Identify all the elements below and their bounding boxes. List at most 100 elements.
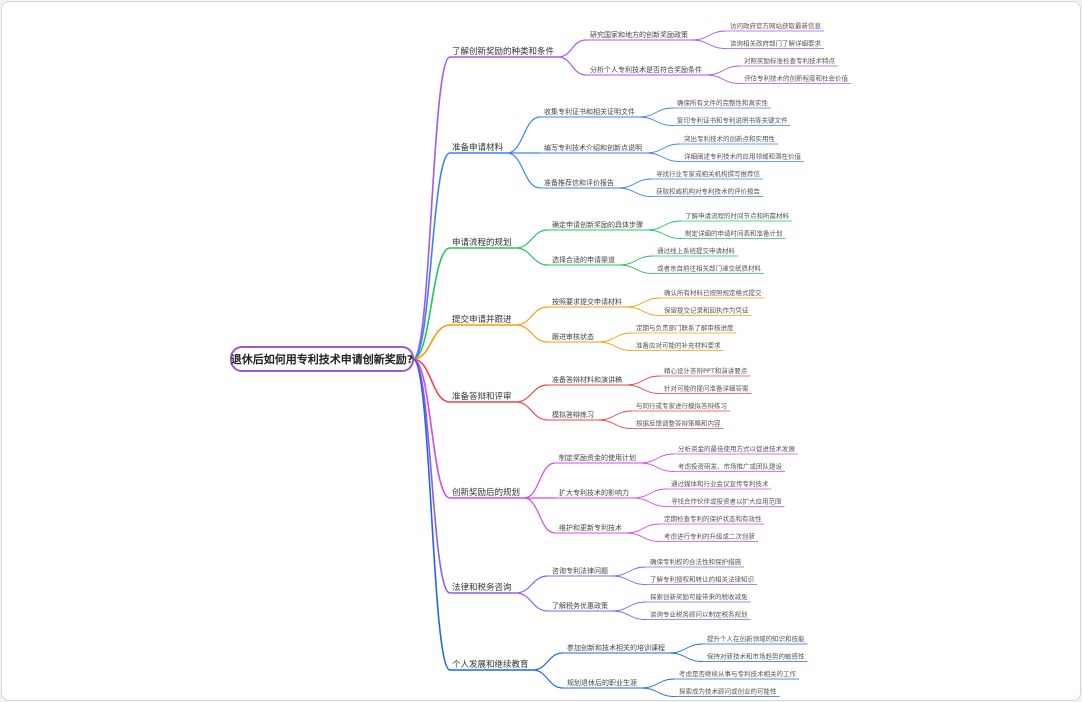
leaf-node[interactable]: 定期与负责部门联系了解审核进度 (636, 323, 734, 332)
leaf-node[interactable]: 考虑是否继续从事与专利技术相关的工作 (679, 669, 797, 678)
subtopic-node[interactable]: 了解税务优惠政策 (552, 601, 608, 610)
leaf-node[interactable]: 寻找行业专家或相关机构撰写推荐信 (656, 169, 761, 178)
leaf-node[interactable]: 确认所有材料已按照规定格式提交 (664, 288, 762, 297)
leaf-node[interactable]: 根据反馈调整答辩策略和内容 (636, 419, 721, 428)
connector-subtopic-leaf (611, 575, 647, 585)
leaf-node[interactable]: 分析资金的最佳使用方式以促进技术发展 (678, 444, 796, 453)
leaf-node[interactable]: 评估专利技术的创新程度和社会价值 (744, 74, 849, 83)
leaf-node[interactable]: 获取权威机构对专利技术的评价报告 (656, 187, 761, 196)
connector-subtopic-leaf (691, 30, 727, 41)
leaf-node[interactable]: 访问政府官方网站获取最新信息 (730, 21, 822, 30)
leaf-node[interactable]: 复印专利证书和专利说明书等关键文件 (677, 116, 788, 125)
subtopic-node[interactable]: 咨询专利法律问题 (552, 566, 608, 575)
connector-branch-subtopic (557, 39, 587, 58)
connector-branch-subtopic (523, 462, 556, 499)
leaf-node[interactable]: 保持对新技术和市场趋势的敏感性 (707, 652, 805, 661)
connector-subtopic-leaf (617, 187, 653, 197)
leaf-node[interactable]: 或者亲自前往相关部门递交纸质材料 (657, 264, 762, 273)
leaf-node[interactable]: 咨询相关政府部门了解详细要求 (730, 39, 822, 48)
leaf-node[interactable]: 了解专利授权和转让的相关法律知识 (650, 575, 755, 584)
subtopic-node[interactable]: 规划退休后的职业生涯 (567, 678, 637, 687)
connector-root-branch (412, 324, 451, 360)
subtopic-node[interactable]: 制定奖励资金的使用计划 (559, 453, 636, 462)
subtopic-node[interactable]: 确定申请创新奖励的具体步骤 (552, 220, 643, 229)
branch-node[interactable]: 了解创新奖励的种类和条件 (452, 46, 555, 57)
leaf-node[interactable]: 制定详细的申请时间表和准备计划 (685, 229, 783, 238)
connector-subtopic-leaf (640, 687, 676, 697)
leaf-node[interactable]: 提升个人在创新领域的知识和技能 (707, 634, 805, 643)
connector-branch-subtopic (532, 669, 564, 689)
subtopic-node[interactable]: 分析个人专利技术是否符合奖励条件 (590, 65, 702, 74)
connector-branch-subtopic (515, 592, 549, 612)
connector-branch-subtopic (515, 384, 549, 403)
subtopic-node[interactable]: 模拟答辩练习 (552, 410, 594, 419)
branch-node[interactable]: 个人发展和继续教育 (452, 659, 529, 670)
leaf-node[interactable]: 精心设计答辩PPT和演讲要点 (664, 366, 748, 375)
connector-branch-subtopic (506, 116, 541, 154)
connector-root-branch (412, 247, 451, 360)
subtopic-node[interactable]: 研究国家和地方的创新奖励政策 (590, 30, 688, 39)
connector-subtopic-leaf (632, 497, 668, 507)
subtopic-node[interactable]: 按照要求提交申请材料 (552, 297, 622, 306)
leaf-node[interactable]: 咨询专业税务顾问以制定税务规划 (650, 610, 748, 619)
leaf-node[interactable]: 保留提交记录和回执作为凭证 (664, 306, 749, 315)
branch-node[interactable]: 申请流程的规划 (452, 237, 512, 248)
connector-subtopic-leaf (618, 255, 654, 266)
leaf-node[interactable]: 探索成为技术顾问或创业的可能性 (679, 687, 777, 696)
root-node-label[interactable]: 退休后如何用专利技术申请创新奖励? (231, 352, 413, 366)
connector-subtopic-leaf (705, 74, 741, 84)
leaf-node[interactable]: 通过线上系统提交申请材料 (657, 246, 736, 255)
subtopic-node[interactable]: 参加创新和技术相关的培训课程 (567, 643, 665, 652)
leaf-node[interactable]: 对照奖励标准检查专利技术特点 (744, 56, 836, 65)
connector-subtopic-leaf (639, 453, 675, 464)
leaf-node[interactable]: 了解申请流程的时间节点和所需材料 (685, 211, 790, 220)
leaf-node[interactable]: 通过媒体和行业会议宣传专利技术 (671, 479, 769, 488)
connector-subtopic-leaf (638, 116, 674, 126)
subtopic-node[interactable]: 维护和更新专利技术 (559, 523, 622, 532)
connector-branch-subtopic (532, 652, 564, 671)
connector-root-branch (412, 358, 451, 594)
leaf-node[interactable]: 突出专利技术的创新点和实用性 (684, 134, 776, 143)
branch-node[interactable]: 准备答辩和评审 (452, 391, 512, 402)
connector-subtopic-leaf (597, 419, 633, 429)
branch-node[interactable]: 法律和税务咨询 (452, 582, 512, 593)
leaf-node[interactable]: 详细阐述专利技术的应用领域和潜在价值 (684, 152, 802, 161)
leaf-node[interactable]: 针对可能的提问准备详细答案 (664, 384, 749, 393)
leaf-node[interactable]: 寻找合作伙伴或投资者以扩大应用范围 (671, 497, 782, 506)
connector-subtopic-leaf (625, 384, 661, 394)
leaf-node[interactable]: 考虑进行专利的升级或二次创新 (664, 532, 756, 541)
connector-root-branch (412, 56, 451, 360)
connector-subtopic-leaf (645, 152, 681, 162)
subtopic-node[interactable]: 选择合适的申请渠道 (552, 255, 615, 264)
connector-subtopic-leaf (617, 178, 653, 189)
leaf-node[interactable]: 定期检查专利的保护状态和有效性 (664, 514, 762, 523)
subtopic-node[interactable]: 准备答辩材料和演讲稿 (552, 375, 622, 384)
connector-branch-subtopic (515, 324, 549, 343)
connector-subtopic-leaf (618, 264, 654, 274)
connector-branch-subtopic (515, 306, 549, 326)
leaf-node[interactable]: 确保所有文件的完整性和真实性 (677, 98, 769, 107)
connector-branch-subtopic (515, 575, 549, 594)
connector-root-branch (412, 152, 451, 360)
leaf-node[interactable]: 准备应对可能的补充材料要求 (636, 341, 721, 350)
branch-node[interactable]: 提交申请并跟进 (452, 314, 512, 325)
connector-subtopic-leaf (597, 410, 633, 421)
connector-branch-subtopic (515, 229, 549, 249)
connector-branch-subtopic (515, 247, 549, 266)
connector-subtopic-leaf (645, 143, 681, 154)
connector-subtopic-leaf (646, 229, 682, 239)
subtopic-node[interactable]: 收集专利证书和相关证明文件 (544, 107, 635, 116)
branch-node[interactable]: 准备申请材料 (452, 142, 504, 153)
branch-node[interactable]: 创新奖励后的规划 (452, 487, 520, 498)
leaf-node[interactable]: 考虑投资研发、市场推广或团队建设 (678, 462, 783, 471)
subtopic-node[interactable]: 扩大专利技术的影响力 (559, 488, 629, 497)
connector-subtopic-leaf (668, 643, 704, 654)
subtopic-node[interactable]: 编写专利技术介绍和创新点说明 (544, 143, 642, 152)
connector-subtopic-leaf (640, 678, 676, 689)
leaf-node[interactable]: 与同行或专家进行模拟答辩练习 (636, 401, 727, 410)
subtopic-node[interactable]: 跟进审核状态 (552, 332, 594, 341)
leaf-node[interactable]: 确保专利权的合法性和保护措施 (650, 557, 742, 566)
connector-subtopic-leaf (625, 306, 661, 316)
leaf-node[interactable]: 探索创新奖励可能带来的税收减免 (650, 592, 748, 601)
subtopic-node[interactable]: 准备推荐信和评价报告 (544, 178, 614, 187)
